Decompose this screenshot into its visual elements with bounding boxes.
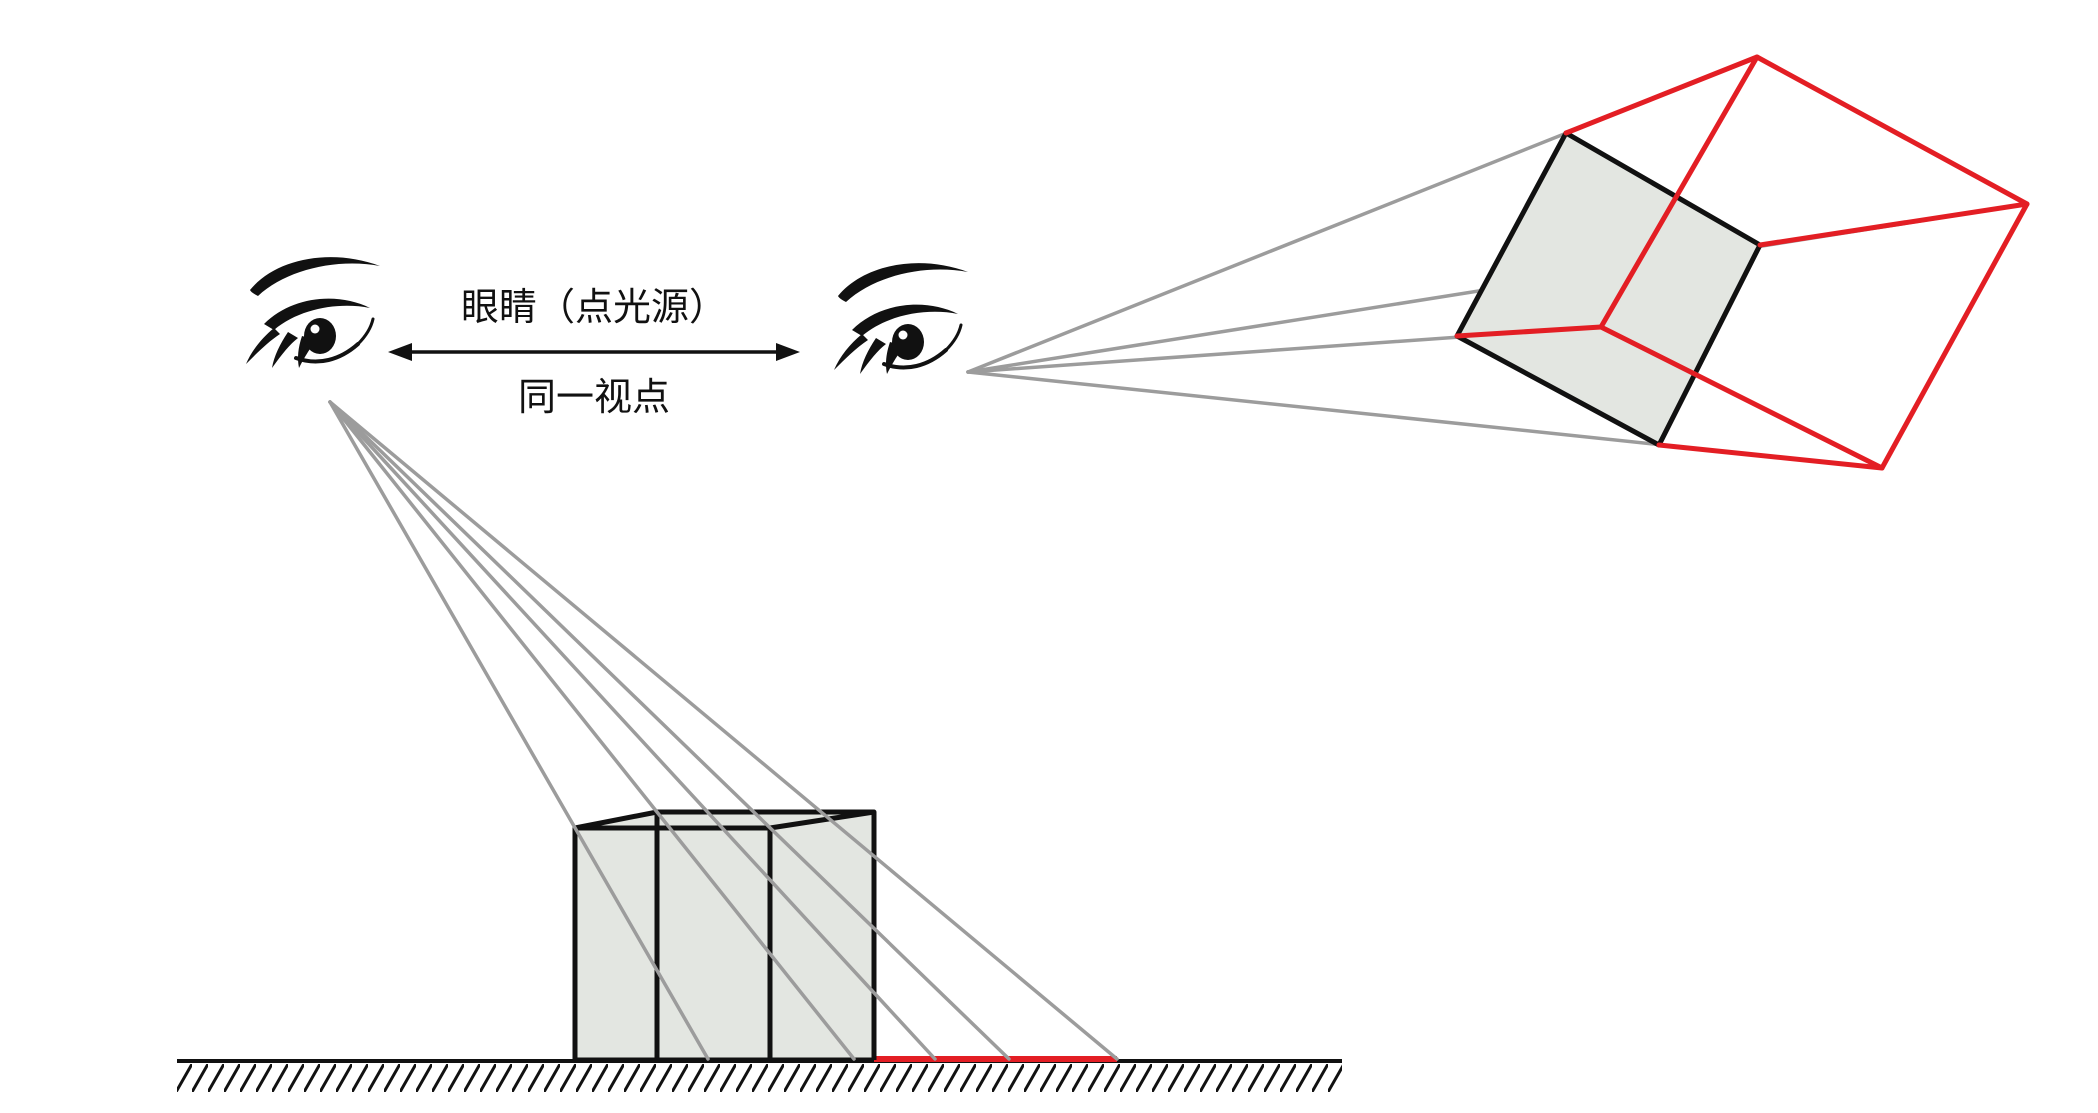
projection-plane-square: [1454, 130, 1763, 448]
arrow-head-right: [776, 343, 800, 361]
double-arrow-icon: [388, 343, 800, 361]
ray-line: [328, 400, 1119, 1061]
cube-edge: [1563, 54, 1760, 136]
ray-line: [328, 400, 710, 1061]
ray-line: [328, 400, 856, 1061]
ground-cube: [572, 809, 877, 1063]
cube-front-face: [572, 825, 773, 1063]
ground-hatching: [177, 1064, 1342, 1092]
projection-rays-left: [328, 400, 1119, 1061]
ray-line: [328, 400, 1011, 1061]
left-eye-icon: [244, 255, 382, 370]
cube-fill: [575, 812, 874, 1060]
cube-edge: [1656, 442, 1885, 471]
label-eye-pointlight: 眼睛（点光源）: [461, 287, 727, 329]
arrow-head-left: [388, 343, 412, 361]
label-same-viewpoint: 同一视点: [518, 377, 670, 419]
right-eye-icon: [832, 261, 970, 376]
ray-line: [328, 400, 937, 1061]
cube-edge: [1757, 201, 2030, 248]
red-cube-wireframe: [1454, 54, 2030, 471]
cube-top-face: [574, 809, 877, 831]
cube-edge: [1454, 324, 1604, 339]
cube-edges: [572, 809, 877, 1063]
